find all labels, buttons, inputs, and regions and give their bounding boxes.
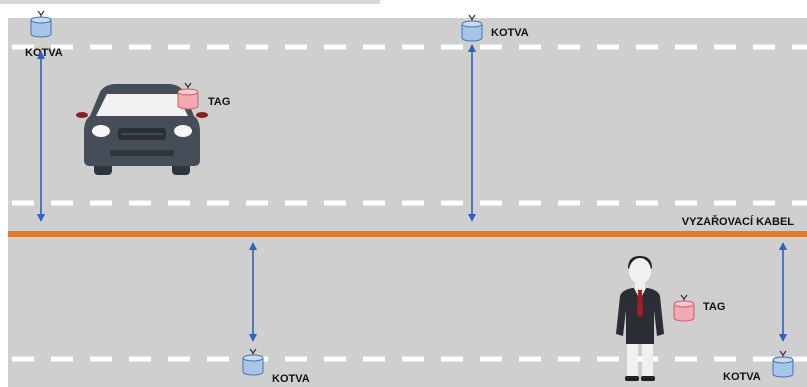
anchor-label-bottom-right: KOTVA: [723, 371, 761, 383]
tag-label-person: TAG: [703, 301, 725, 313]
cable-label: VYZAŘOVACÍ KABEL: [682, 215, 795, 228]
radiating-cable: [8, 231, 807, 237]
person-icon: [616, 256, 664, 381]
top-edge-strip: [0, 0, 380, 4]
tag-label-car: TAG: [208, 96, 230, 108]
anchor-label-top-center: KOTVA: [491, 27, 529, 39]
anchor-label-top-left: KOTVA: [25, 47, 63, 59]
car-icon: [76, 84, 208, 175]
top-margin: [0, 0, 807, 18]
anchor-label-bottom-center: KOTVA: [272, 373, 310, 385]
